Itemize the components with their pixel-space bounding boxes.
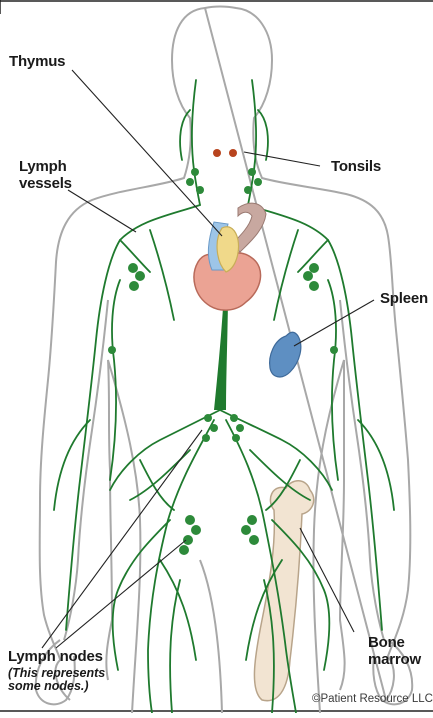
lymph-nodes-note: (This represents some nodes.) (8, 667, 105, 693)
thymus-leader (72, 70, 222, 236)
lymph-nodes-leader-2 (56, 540, 186, 648)
crotch-line (200, 560, 222, 713)
lymph-nodes-leader-1 (42, 430, 202, 648)
leader-lines (42, 70, 374, 648)
copyright-credit: ©Patient Resource LLC (312, 693, 433, 705)
tonsil-right (229, 149, 237, 157)
lymph-vessels-label: Lymph vessels (19, 158, 72, 192)
tonsils-label: Tonsils (331, 158, 381, 175)
spleen-organ (270, 332, 301, 377)
spleen-label: Spleen (380, 290, 428, 307)
bone-marrow-label: Bone marrow (368, 634, 421, 668)
left-arm-inner (64, 300, 108, 640)
lymph-nodes-label: Lymph nodes (8, 648, 103, 665)
tonsil-left (213, 149, 221, 157)
thymus-label: Thymus (9, 53, 65, 70)
right-arm-inner (340, 300, 384, 640)
